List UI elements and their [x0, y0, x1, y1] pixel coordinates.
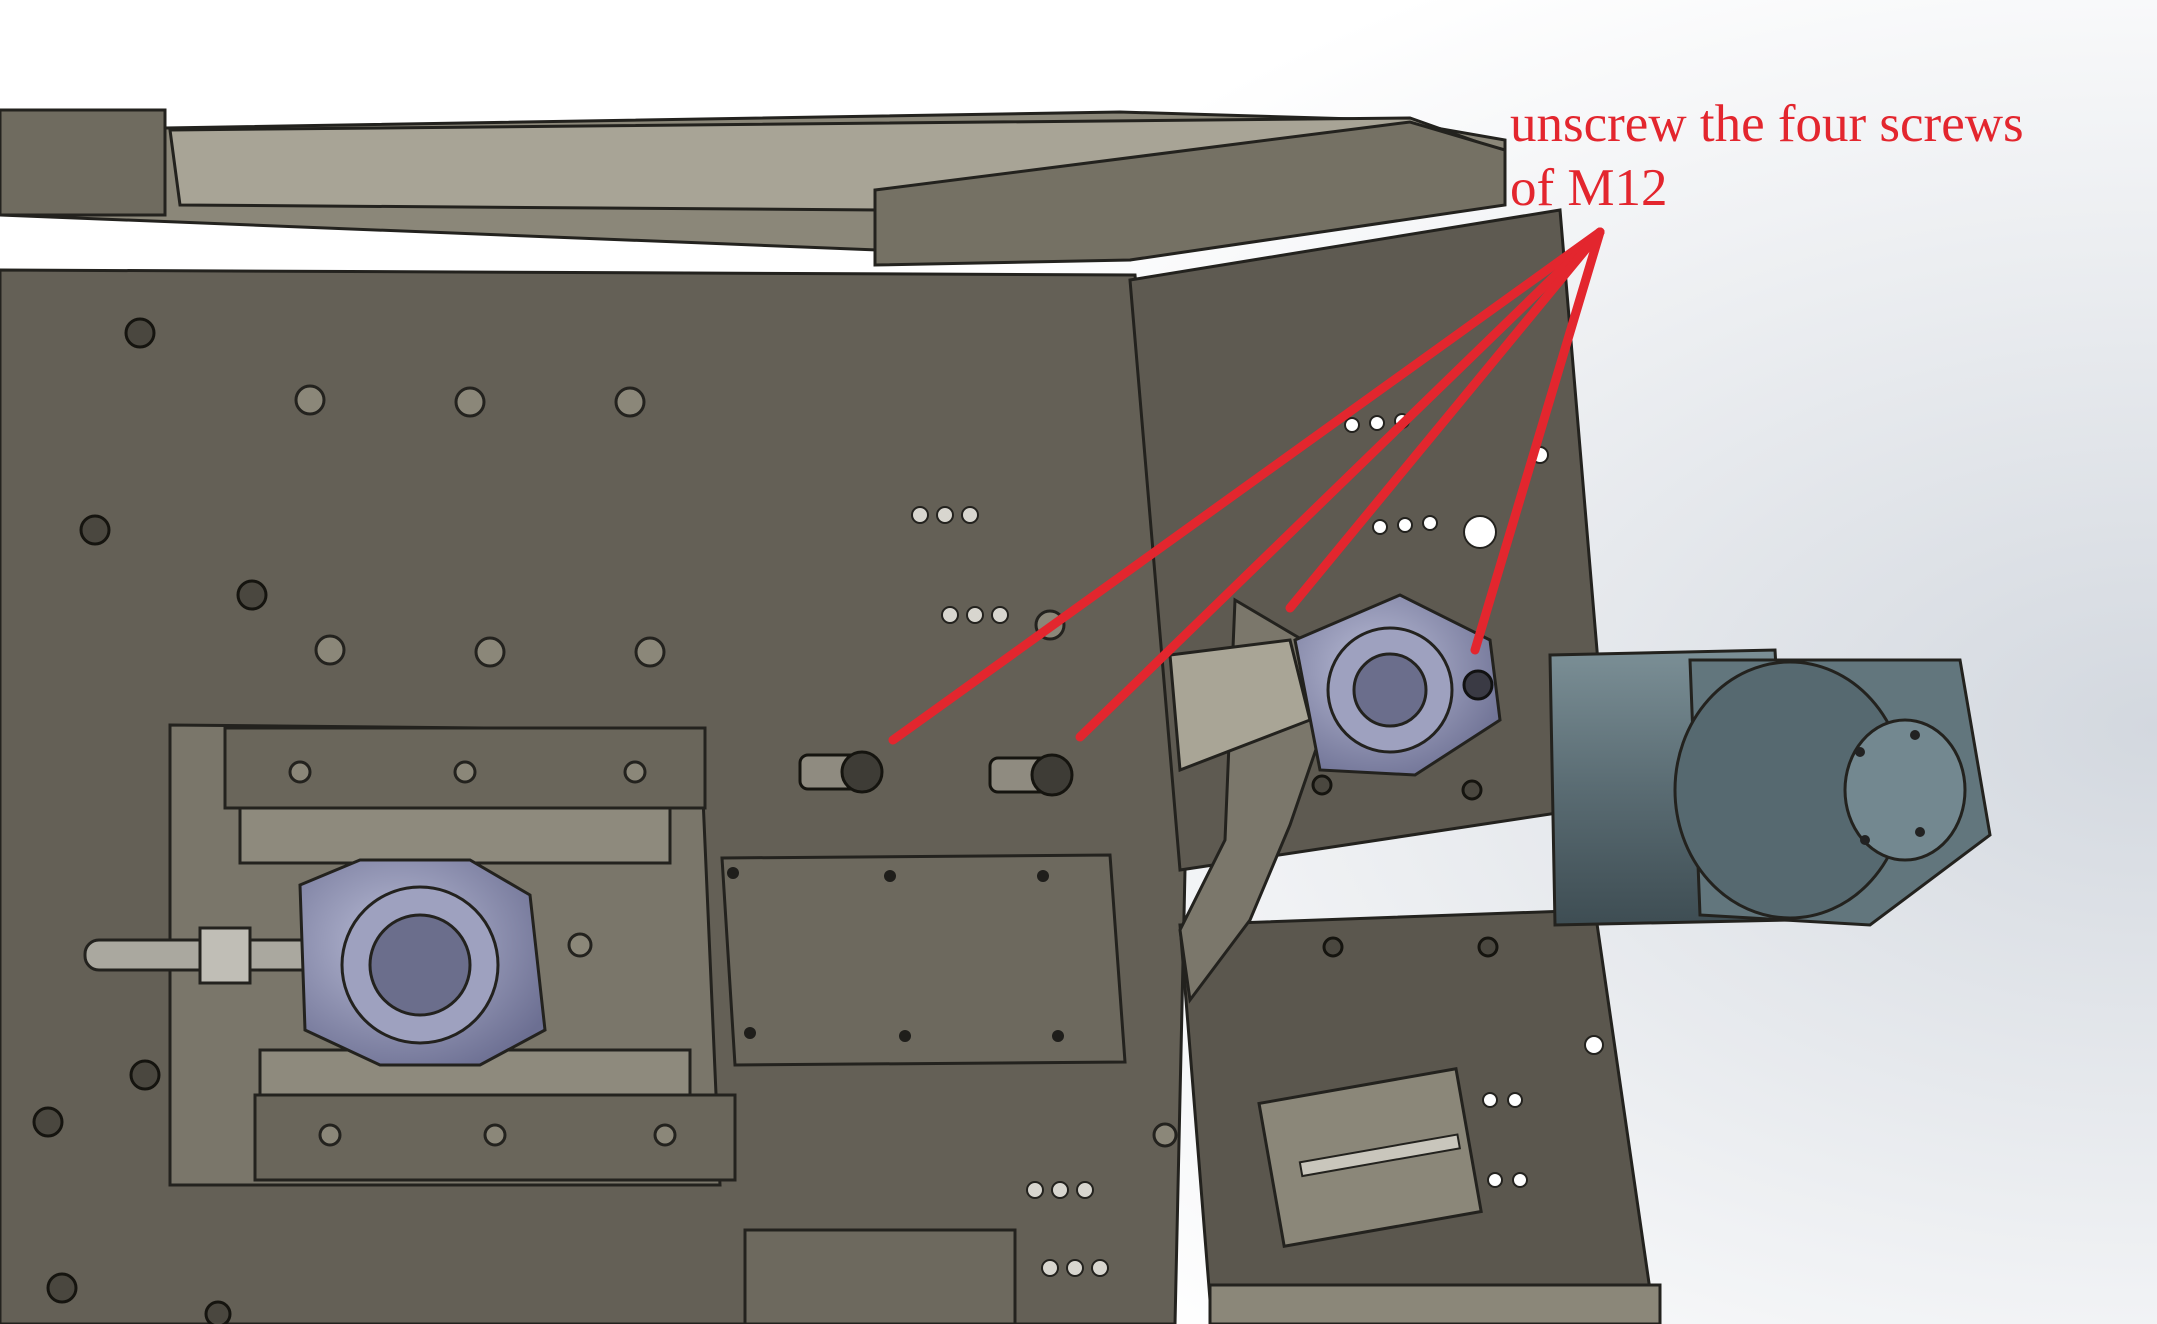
top-lid-left-tab [0, 108, 167, 217]
left-bracket-bottom-rail [258, 1048, 692, 1097]
right-bearing-bore [1352, 652, 1428, 728]
m12-screw-1 [798, 750, 884, 794]
plate-holes [288, 384, 1178, 1148]
leader-line-1 [888, 227, 1605, 745]
motor-end-bolts [1855, 730, 1925, 845]
bottom-small-plate [743, 1228, 1017, 1324]
motor-end-face [1843, 718, 1967, 862]
leader-line-3 [1285, 227, 1605, 613]
left-bracket-top-rail [238, 806, 672, 865]
fastener-heads [32, 317, 1499, 1324]
top-lid-right-block [873, 120, 1507, 267]
m12-screw-2 [988, 753, 1074, 797]
shaft-nut [198, 926, 252, 985]
instruction-annotation: unscrew the four screws of M12 [1510, 95, 2024, 217]
right-bearing-screw [1462, 669, 1494, 701]
left-bearing-bore [368, 913, 472, 1017]
center-cover-plate [720, 853, 1127, 1067]
center-cover-screws [727, 867, 1064, 1042]
small-hole-rows [911, 506, 1109, 1277]
leader-line-4 [1470, 227, 1605, 655]
leader-line-2 [1075, 227, 1605, 742]
lower-right-bracket-slot [1298, 1133, 1462, 1178]
leader-lines [888, 227, 1605, 745]
bottom-strip [1208, 1283, 1662, 1324]
